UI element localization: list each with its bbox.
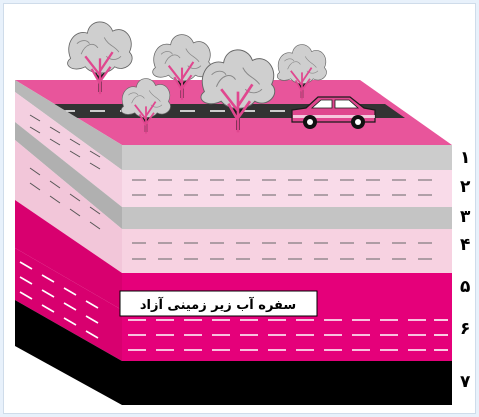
layer-4 [122,229,452,273]
layer-number-2: ٢ [460,177,471,197]
layer-number-1: ١ [460,148,470,168]
aquifer-label: سفره آب زیر زمینی آزاد [140,296,296,313]
layer-number-6: ۶ [460,319,470,339]
layer-3 [122,207,452,229]
layer-number-7: ٧ [460,372,471,392]
layer-number-5: ۵ [460,277,470,297]
layer-number-4: ۴ [460,235,470,255]
layer-7 [122,361,452,405]
layer-number-3: ٣ [460,207,471,227]
layer-2 [122,170,452,207]
layer-1 [122,145,452,170]
